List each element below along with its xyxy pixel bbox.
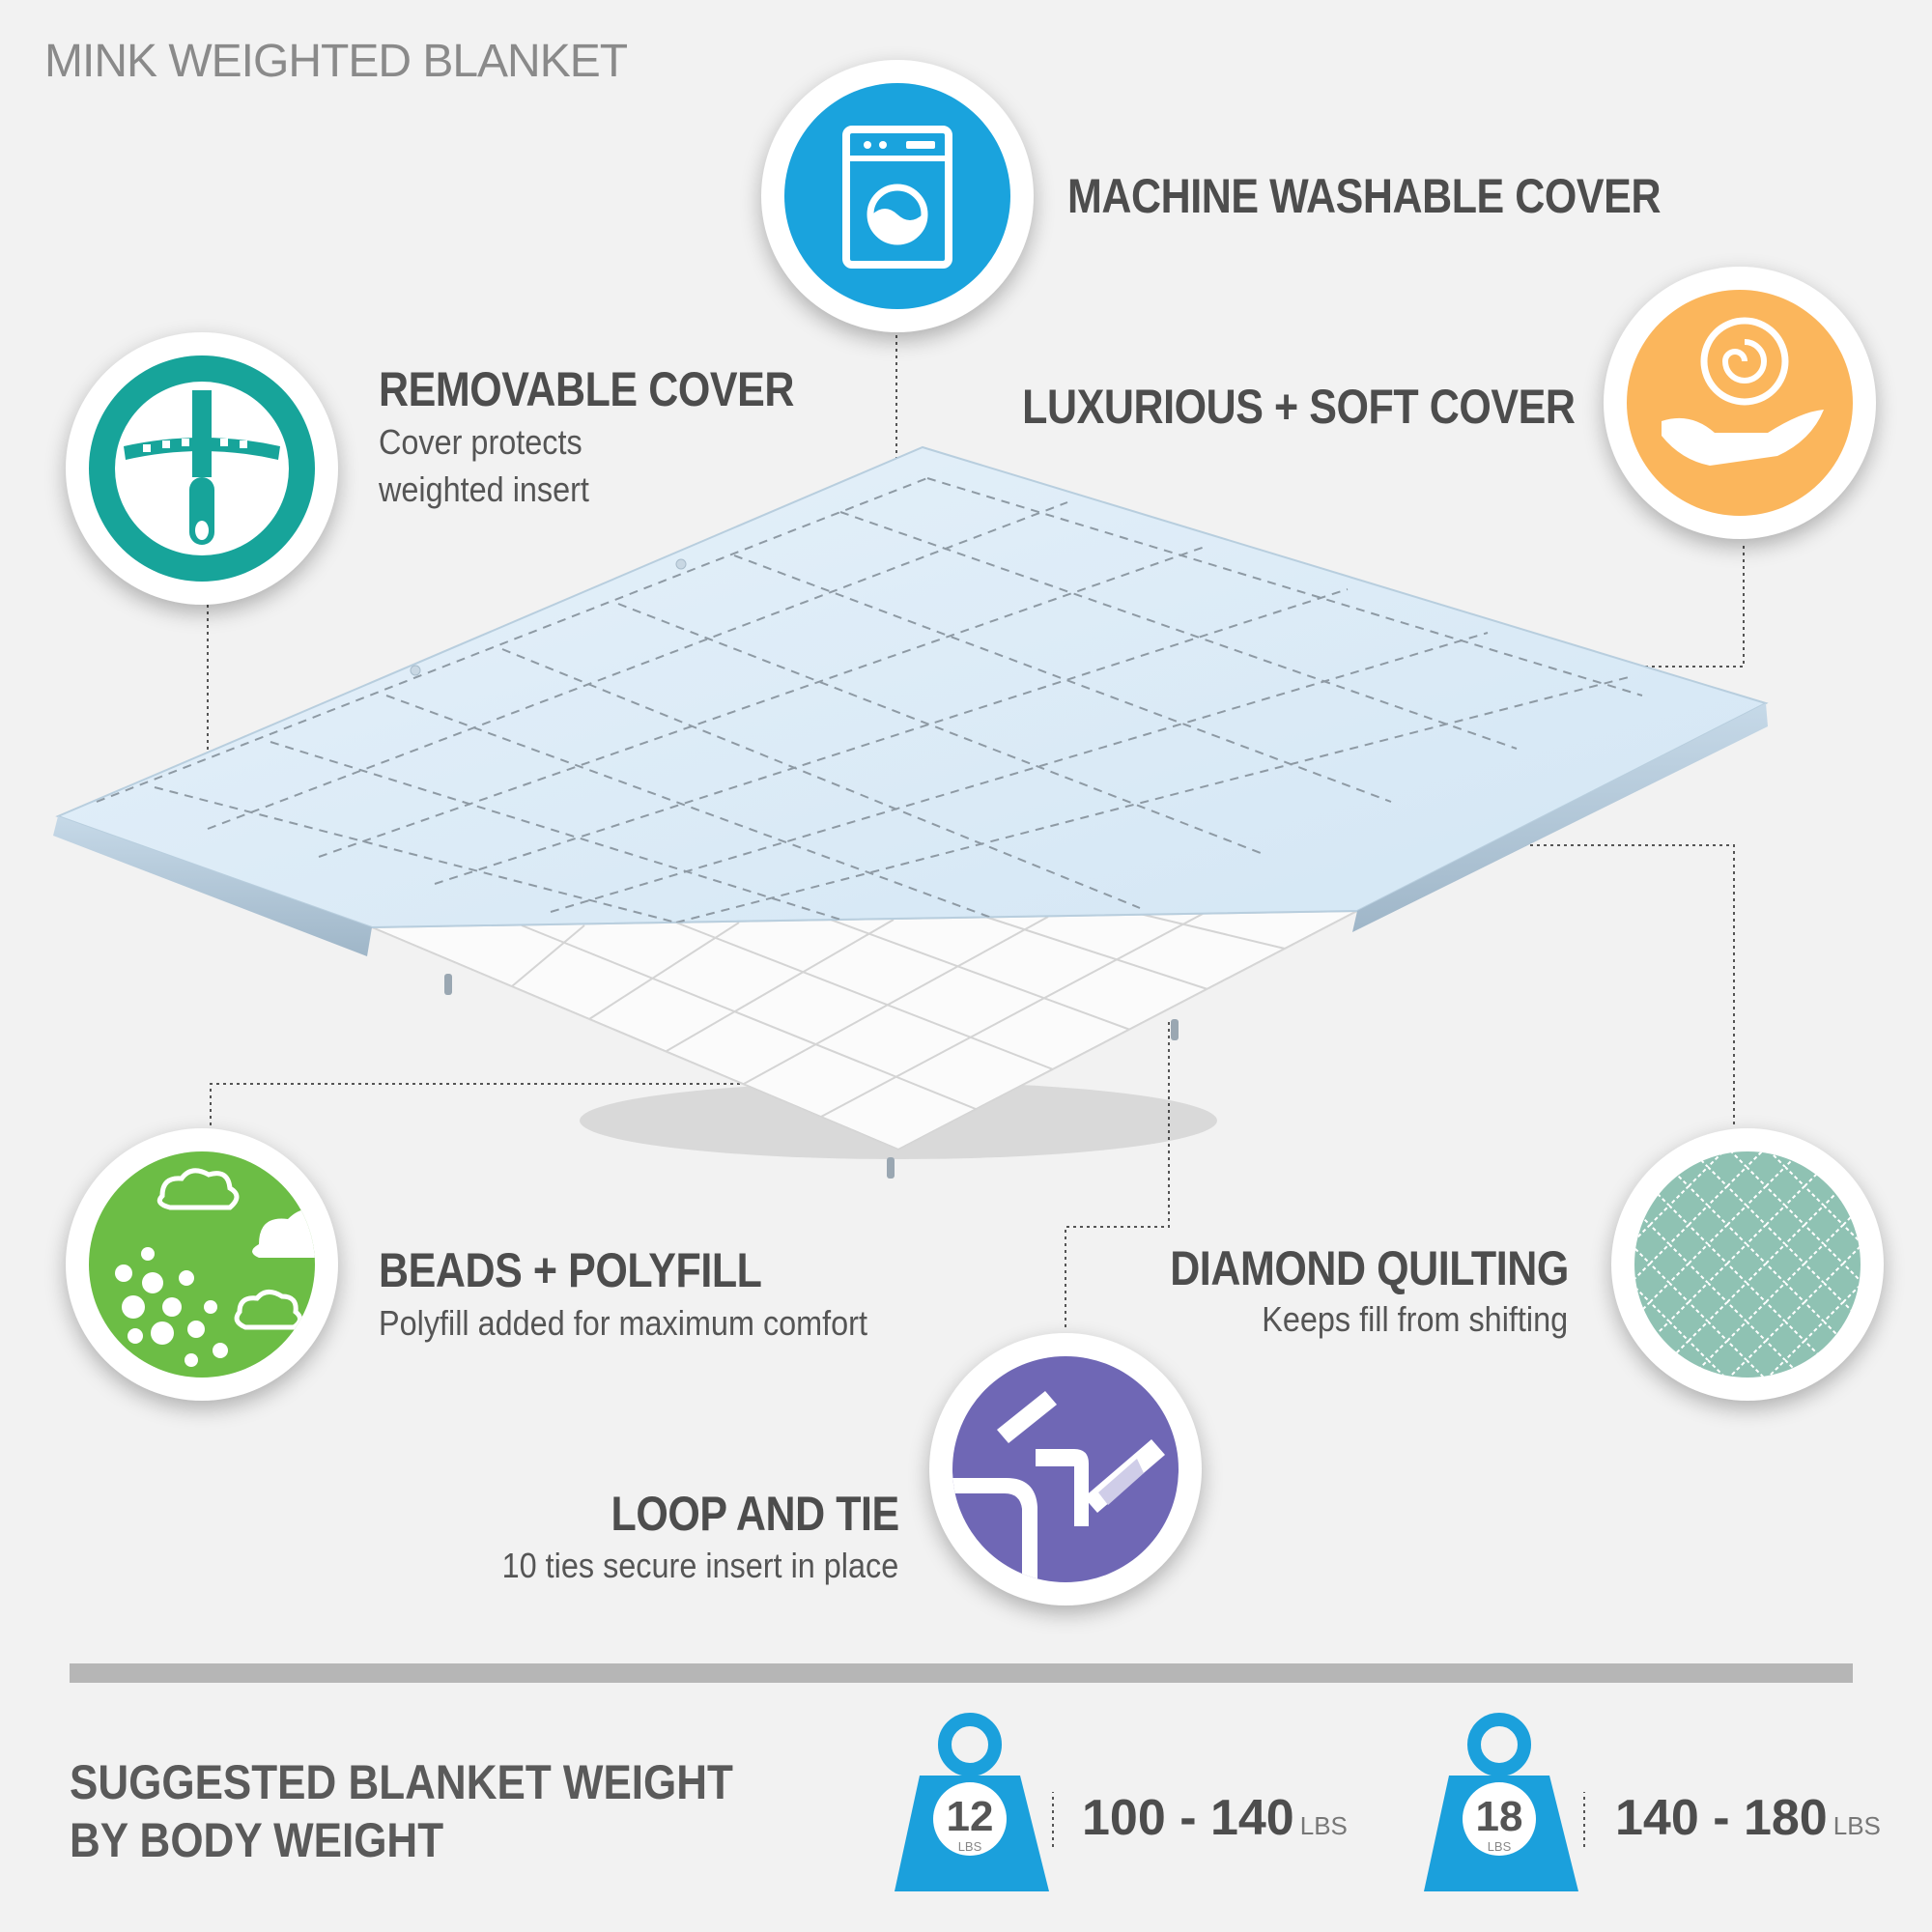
suggestion-line-2: BY BODY WEIGHT [70, 1813, 444, 1867]
washing-machine-icon [784, 83, 1010, 309]
loop-icon-circle [929, 1333, 1202, 1605]
removable-icon-circle [66, 332, 338, 605]
range-1-unit: LBS [1299, 1811, 1348, 1840]
removable-title: REMOVABLE COVER [379, 362, 794, 416]
page-title: MINK WEIGHTED BLANKET [44, 36, 628, 87]
removable-subtitle-1: Cover protects [379, 422, 582, 462]
soft-hand-icon [1627, 290, 1853, 516]
beads-icon-circle [66, 1128, 338, 1401]
beads-title: BEADS + POLYFILL [379, 1243, 762, 1297]
weight-12-value: 12 [946, 1793, 994, 1840]
kettlebell-weight-icon [895, 1713, 1049, 1891]
weight-12-badge: 12 LBS [891, 1708, 1055, 1901]
diamond-icon-circle [1611, 1128, 1884, 1401]
suggestion-heading: SUGGESTED BLANKET WEIGHT BY BODY WEIGHT [70, 1753, 733, 1869]
insert-quilt-grid [372, 911, 1357, 1150]
diamond-title: DIAMOND QUILTING [1170, 1241, 1569, 1295]
weight-18-value: 18 [1475, 1793, 1523, 1840]
luxurious-icon-circle [1604, 267, 1876, 539]
beads-clouds-icon [89, 1151, 315, 1378]
washable-title: MACHINE WASHABLE COVER [1067, 169, 1662, 223]
luxurious-title: LUXURIOUS + SOFT COVER [1021, 380, 1576, 434]
weight-12-unit: LBS [957, 1839, 982, 1854]
loop-title: LOOP AND TIE [611, 1487, 900, 1541]
weight-18-unit: LBS [1487, 1839, 1512, 1854]
range-1-value: 100 - 140 [1082, 1790, 1294, 1846]
diamond-pattern-icon [1634, 1151, 1861, 1378]
diamond-subtitle: Keeps fill from shifting [1262, 1299, 1568, 1339]
zipper-icon [89, 355, 315, 582]
section-divider [70, 1663, 1853, 1683]
range-2-unit: LBS [1833, 1811, 1881, 1840]
beads-subtitle: Polyfill added for maximum comfort [379, 1303, 867, 1343]
loop-subtitle: 10 ties secure insert in place [501, 1546, 898, 1585]
weight-18-badge: 18 LBS [1420, 1708, 1584, 1901]
cover-stitching [96, 477, 1643, 923]
loop-tie-icon [952, 1356, 1179, 1582]
range-2-value: 140 - 180 [1615, 1790, 1828, 1846]
washable-icon-circle [761, 60, 1034, 332]
kettlebell-weight-icon [1424, 1713, 1578, 1891]
suggestion-line-1: SUGGESTED BLANKET WEIGHT [70, 1755, 733, 1809]
removable-subtitle-2: weighted insert [379, 469, 589, 509]
